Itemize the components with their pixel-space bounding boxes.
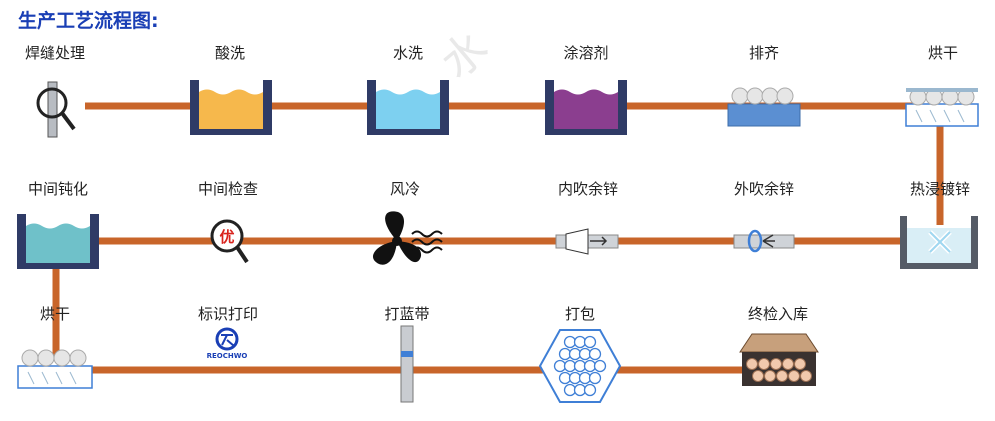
brand-logo-icon: REOCHWO [207,327,248,360]
step-label: 打包 [564,305,596,323]
magnifier-icon [36,81,76,138]
inspection-magnifier-icon: 优 [210,219,249,264]
step-label: 焊缝处理 [24,44,86,62]
bundled-pipe [583,383,597,397]
outer-blow-icon [733,229,795,253]
stored-pipe [752,370,764,382]
bundled-pipe [588,347,602,361]
bundled-pipe [568,347,582,361]
galvanizing-bath-icon [900,216,978,269]
step-label: 热浸镀锌 [909,180,971,198]
blue-band-pipe-icon [400,325,414,403]
step-label: 中间检查 [197,180,259,198]
bundled-pipe [593,359,607,373]
stored-pipe [788,370,800,382]
page-title: 生产工艺流程图: [18,10,159,32]
bundled-pipe [558,371,572,385]
passivation-tank-icon [17,214,99,269]
bundled-pipe [578,371,592,385]
dryer-icon [17,349,93,389]
inner-blow-icon [555,228,619,255]
step-label: 中间钝化 [27,180,89,198]
quality-mark: 优 [219,228,234,246]
step-label: 烘干 [927,44,959,62]
bundled-pipe [553,359,567,373]
stored-pipe [794,358,806,370]
bundled-pipe [568,371,582,385]
step-label: 标识打印 [197,305,259,323]
bundled-pipe [573,359,587,373]
bundled-pipe [558,347,572,361]
acid-tank-icon [190,80,272,135]
bundled-pipe [583,359,597,373]
bundled-pipe [563,335,577,349]
step-label: 终检入库 [747,305,809,323]
bundle-icon [538,329,622,403]
stored-pipe [800,370,812,382]
aligned-pipes-icon [727,87,801,127]
stored-pipe [758,358,770,370]
step-label: 涂溶剂 [563,44,609,62]
bundled-pipe [573,383,587,397]
step-label: 外吹余锌 [733,180,795,198]
step-label: 烘干 [39,305,71,323]
step-label: 内吹余锌 [557,180,619,198]
warehouse-icon [739,333,819,386]
step-label: 酸洗 [214,44,246,62]
bundled-pipe [588,371,602,385]
bundled-pipe [563,359,577,373]
step-label: 风冷 [389,180,421,198]
step-label: 打蓝带 [384,305,430,323]
stored-pipe [782,358,794,370]
stored-pipe [746,358,758,370]
step-label: 排齐 [748,44,780,62]
fan-icon [372,211,443,265]
bundled-pipe [583,335,597,349]
flux-tank-icon [545,80,627,135]
water-tank-icon [367,80,449,135]
stored-pipe [776,370,788,382]
bundled-pipe [578,347,592,361]
brand-logo-text: REOCHWO [207,352,248,360]
dryer-icon [905,88,979,127]
bundled-pipe [573,335,587,349]
bundled-pipe [563,383,577,397]
stored-pipe [764,370,776,382]
stored-pipe [770,358,782,370]
flow-lines [52,102,944,374]
step-label: 水洗 [392,44,424,62]
